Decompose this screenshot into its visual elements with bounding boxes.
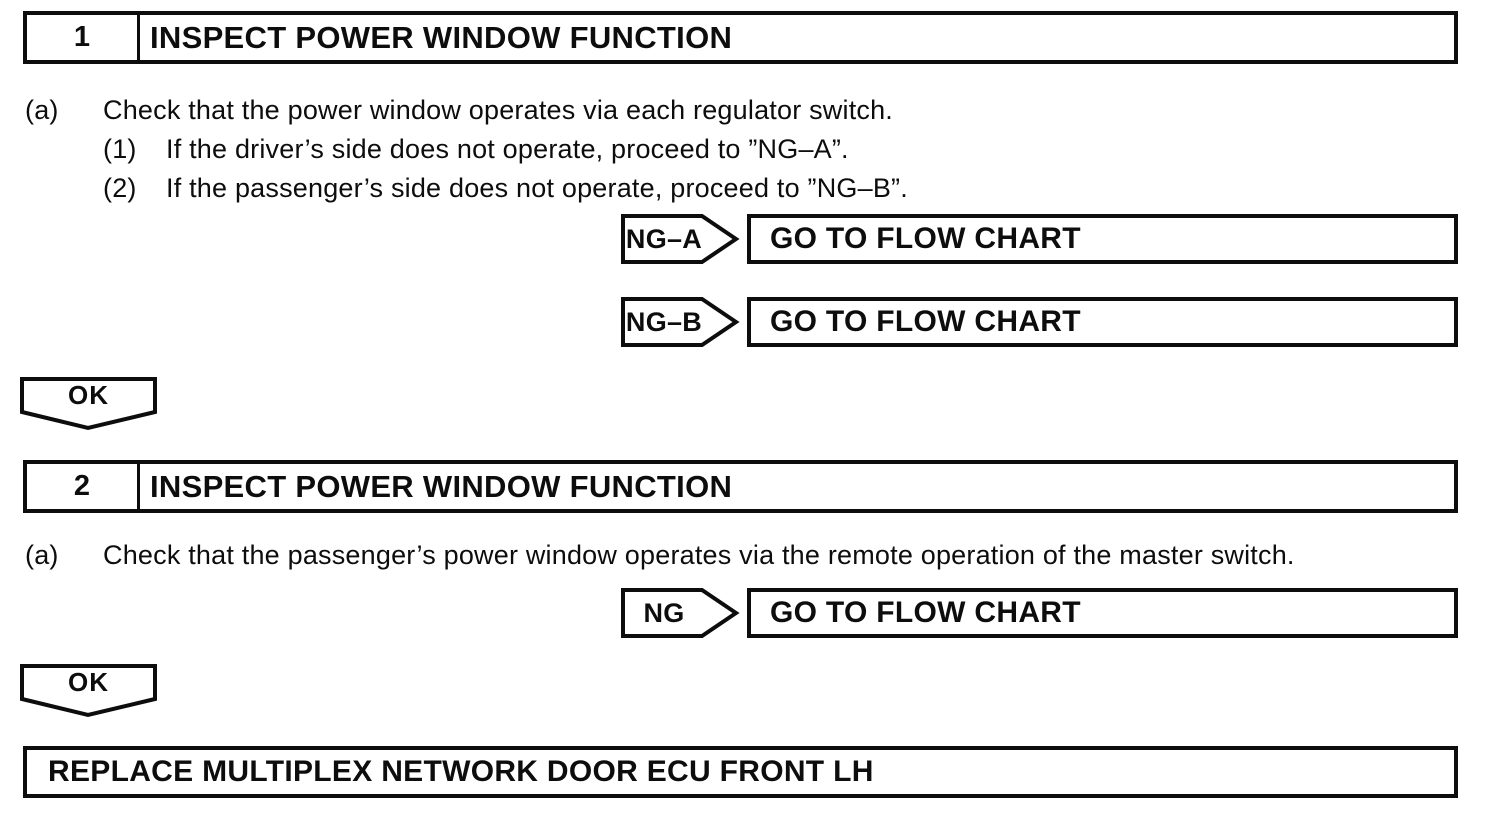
step-1-ok-banner: OK <box>20 377 157 432</box>
ng-tag-label: NG <box>643 597 685 628</box>
ng-b-tag-label: NG–B <box>625 306 703 337</box>
final-action-label: REPLACE MULTIPLEX NETWORK DOOR ECU FRONT… <box>48 755 874 788</box>
instruction-text: Check that the power window operates via… <box>103 95 894 125</box>
step-1-number: 1 <box>27 15 140 60</box>
step-2-number: 2 <box>27 464 140 509</box>
right-arrow-pentagon-icon <box>621 588 740 638</box>
right-arrow-pentagon-icon <box>621 214 740 264</box>
step-1-instruction-line: (a) Check that the power window operates … <box>25 94 893 126</box>
step-1-title: INSPECT POWER WINDOW FUNCTION <box>150 19 733 55</box>
subitem-text: If the passenger’s side does not operate… <box>166 173 908 203</box>
ng-a-tag-label: NG–A <box>625 223 703 254</box>
step-1-subitem-1: (1) If the driver’s side does not operate… <box>103 133 849 165</box>
ng-action-box: GO TO FLOW CHART <box>747 588 1458 638</box>
step-1-header: 1 INSPECT POWER WINDOW FUNCTION <box>23 11 1458 64</box>
step-2-title: INSPECT POWER WINDOW FUNCTION <box>150 468 733 504</box>
step-2-ok-label: OK <box>68 667 109 697</box>
step-1-subitem-2: (2) If the passenger’s side does not oper… <box>103 172 908 204</box>
list-marker-2: (2) <box>103 173 137 203</box>
final-action-box: REPLACE MULTIPLEX NETWORK DOOR ECU FRONT… <box>23 746 1458 798</box>
step-2-header: 2 INSPECT POWER WINDOW FUNCTION <box>23 460 1458 513</box>
ng-a-tag: NG–A <box>621 214 740 264</box>
list-marker-1: (1) <box>103 134 137 164</box>
step-1-ok-label: OK <box>68 380 109 410</box>
down-point-banner-icon <box>20 664 157 718</box>
step-2-ok-banner: OK <box>20 664 157 719</box>
ng-action-label: GO TO FLOW CHART <box>770 596 1081 629</box>
right-arrow-pentagon-icon <box>621 297 740 347</box>
step-2-instruction-line: (a) Check that the passenger’s power wind… <box>25 539 1295 571</box>
list-marker-a: (a) <box>25 540 59 570</box>
ng-a-action-box: GO TO FLOW CHART <box>747 214 1458 264</box>
ng-tag: NG <box>621 588 740 638</box>
ng-b-tag: NG–B <box>621 297 740 347</box>
ng-b-action-label: GO TO FLOW CHART <box>770 305 1081 338</box>
down-point-banner-icon <box>20 377 157 431</box>
instruction-text: Check that the passenger’s power window … <box>103 540 1295 570</box>
list-marker-a: (a) <box>25 95 59 125</box>
ng-a-action-label: GO TO FLOW CHART <box>770 222 1081 255</box>
ng-b-action-box: GO TO FLOW CHART <box>747 297 1458 347</box>
subitem-text: If the driver’s side does not operate, p… <box>166 134 849 164</box>
